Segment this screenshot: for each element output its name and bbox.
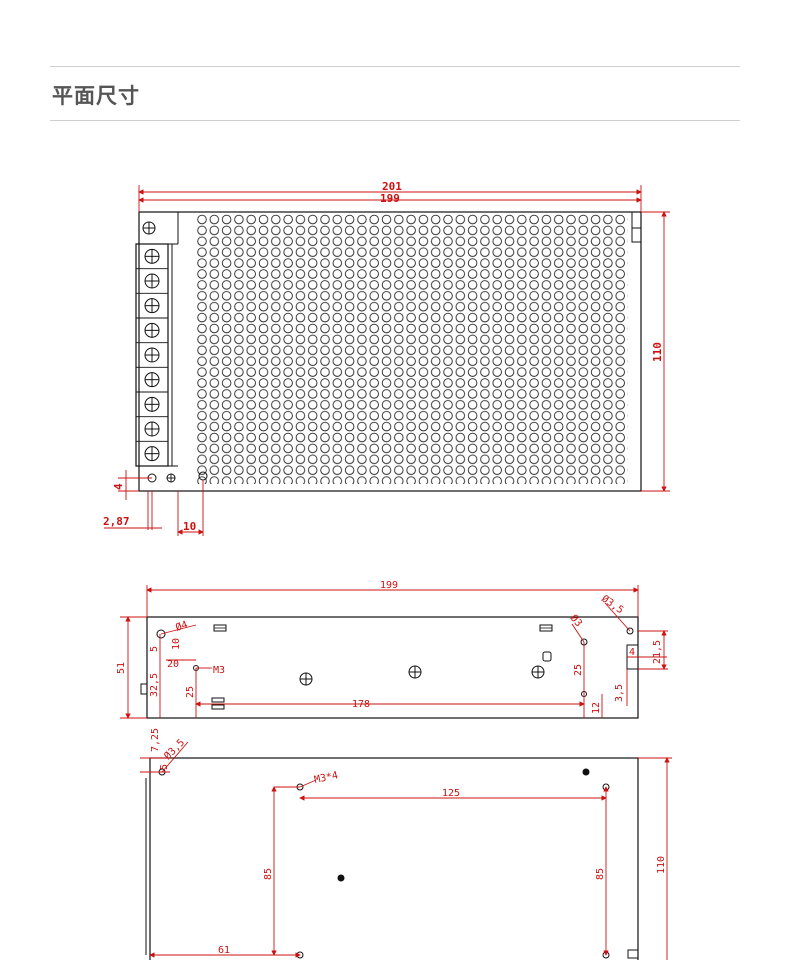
- terminal-screw-icon: [144, 248, 160, 264]
- dim-height: 110: [651, 342, 664, 362]
- terminal-screw-icon: [136, 292, 168, 314]
- terminal-screw-icon: [136, 342, 168, 363]
- bottom-view-outline: [149, 757, 639, 960]
- dim-bottom-height: 110: [656, 856, 667, 874]
- dim-side-hole-spacing: 178: [352, 699, 370, 710]
- dim-overall-width: 201: [382, 180, 402, 193]
- terminal-screw-icon: [136, 440, 168, 462]
- dim-hole-offset-y: 4: [112, 483, 125, 490]
- dim-side-right-bottom: 12: [591, 702, 602, 714]
- dim-bottom-spacing-y-left: 85: [263, 868, 274, 880]
- right-clip: [631, 227, 642, 243]
- top-divider: [50, 66, 740, 67]
- dim-bottom-hole-spacing-x: 125: [442, 788, 460, 799]
- dim-terminal-pitch: 10: [183, 520, 196, 533]
- dim-bottom-corner-1: 7,25: [150, 728, 161, 752]
- dim-side-left-offset: 20: [167, 659, 179, 670]
- dim-side-hole-dia-left: Ø4: [174, 618, 189, 633]
- terminal-screw-icon: [136, 416, 168, 437]
- dim-side-left-height-2: 25: [185, 686, 196, 698]
- dim-bottom-thread: M3*4: [313, 770, 339, 786]
- dim-side-right-slot: 21,5: [652, 640, 663, 664]
- perforated-grille: [196, 214, 628, 484]
- dim-bottom-spacing-y-right: 85: [595, 868, 606, 880]
- terminal-screws: [136, 248, 168, 462]
- terminal-screw-icon: [136, 268, 168, 289]
- side-view: 199 51 Ø4 10 5 20 M3 32,5 25 178 Ø3,5 Ø3…: [116, 580, 668, 719]
- terminal-screw-icon: [136, 317, 168, 338]
- dim-side-right-small: 4: [629, 647, 635, 658]
- dim-bottom-offset: 61: [218, 945, 230, 956]
- dim-side-left-small-2: 5: [149, 646, 160, 652]
- dim-inner-width: 199: [380, 192, 400, 205]
- dim-side-right-dia-1: Ø3,5: [599, 593, 626, 617]
- dim-side-thread: M3: [213, 665, 225, 676]
- dim-side-right-dia-2: Ø3: [568, 612, 585, 629]
- dim-side-right-height: 25: [573, 664, 584, 676]
- bottom-view: 7,25 5 Ø3,5 M3*4 125 85 85 110 61: [140, 728, 672, 960]
- dim-side-length: 199: [380, 580, 398, 591]
- dim-side-left-height-1: 32,5: [149, 673, 160, 697]
- top-view: 201 199 110 4 2,87 10: [103, 180, 670, 536]
- top-view-outline: [138, 211, 642, 492]
- dim-side-left-small-1: 10: [171, 638, 182, 650]
- dim-side-height: 51: [116, 662, 127, 674]
- section-title: 平面尺寸: [52, 84, 140, 108]
- side-fan-screws: [299, 665, 545, 686]
- terminal-screw-icon: [136, 366, 168, 388]
- title-divider: [50, 120, 740, 121]
- dim-bottom-corner-2: 5: [159, 764, 170, 770]
- dim-side-right-low: 3,5: [614, 684, 625, 702]
- dim-hole-offset-x: 2,87: [103, 515, 130, 528]
- terminal-screw-icon: [136, 391, 168, 412]
